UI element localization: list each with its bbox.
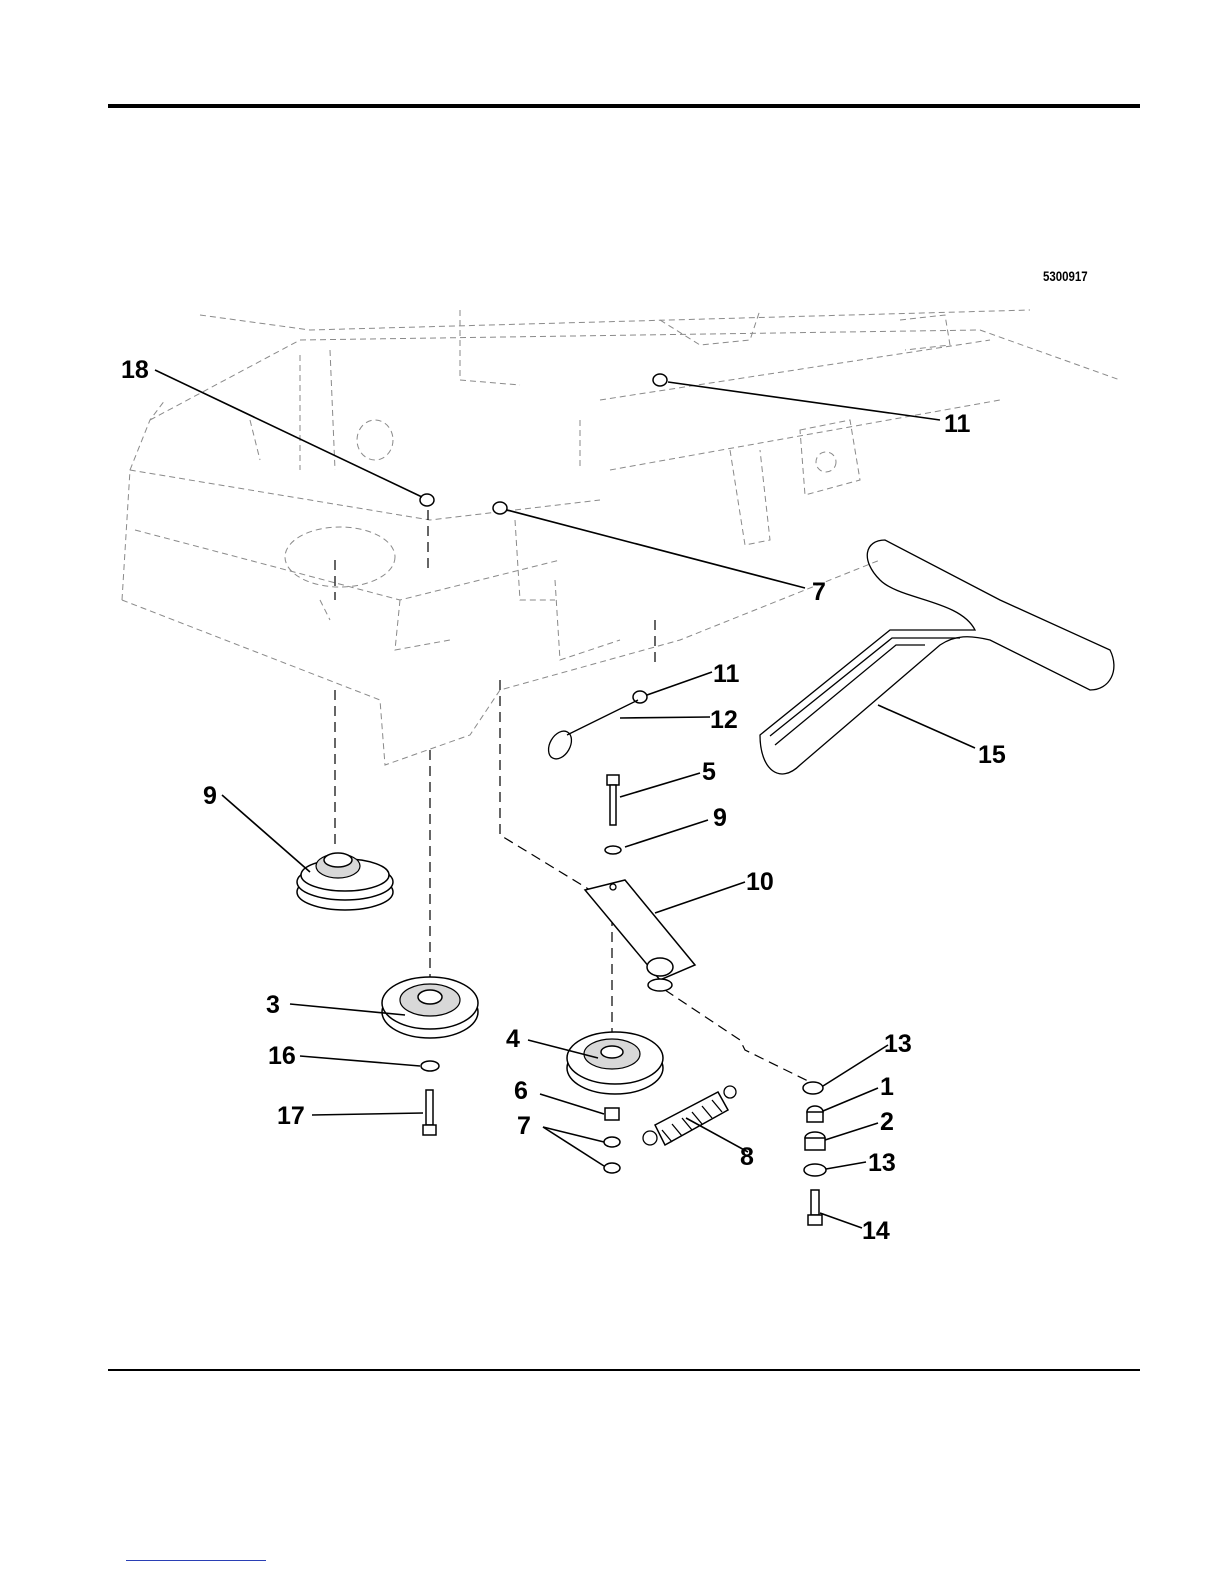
callout-4: 4 bbox=[506, 1025, 520, 1053]
spacer-6 bbox=[605, 1108, 619, 1120]
callout-1: 1 bbox=[880, 1073, 894, 1101]
spacer-2 bbox=[805, 1132, 825, 1150]
bushing-1 bbox=[807, 1106, 823, 1122]
belt-15 bbox=[760, 540, 1114, 774]
footer-rule bbox=[108, 1369, 1140, 1371]
bolt-14 bbox=[808, 1190, 822, 1225]
callout-13: 13 bbox=[868, 1149, 896, 1177]
callout-11: 11 bbox=[944, 410, 971, 438]
leader-lines bbox=[155, 370, 975, 1228]
callout-13: 13 bbox=[884, 1030, 912, 1058]
callout-5: 5 bbox=[702, 758, 716, 786]
callout-16: 16 bbox=[268, 1042, 296, 1070]
nuts-7 bbox=[604, 1137, 620, 1173]
idler-pulley-3 bbox=[382, 977, 478, 1038]
washer-9 bbox=[605, 846, 621, 854]
eyebolt-12 bbox=[544, 700, 638, 763]
footer-link-underline[interactable] bbox=[126, 1560, 266, 1561]
washer-13-bottom bbox=[804, 1164, 826, 1176]
callout-7: 7 bbox=[517, 1112, 531, 1140]
callout-7: 7 bbox=[812, 578, 826, 606]
nut-11-top bbox=[653, 374, 667, 386]
mower-frame bbox=[122, 310, 1120, 765]
nut-7-frame bbox=[493, 502, 507, 514]
nut-18 bbox=[420, 494, 434, 506]
callout-3: 3 bbox=[266, 991, 280, 1019]
washer-13-top bbox=[803, 1082, 823, 1094]
bolt-5 bbox=[607, 775, 619, 825]
callout-6: 6 bbox=[514, 1077, 528, 1105]
pulley-9 bbox=[297, 853, 393, 910]
callout-9: 9 bbox=[713, 804, 727, 832]
callout-9: 9 bbox=[203, 782, 217, 810]
callout-14: 14 bbox=[862, 1217, 890, 1245]
callout-12: 12 bbox=[710, 706, 738, 734]
callout-18: 18 bbox=[121, 356, 149, 384]
callout-11: 11 bbox=[713, 660, 740, 688]
callout-8: 8 bbox=[740, 1143, 754, 1171]
washer-16 bbox=[421, 1061, 439, 1071]
callout-10: 10 bbox=[746, 868, 774, 896]
bolt-17 bbox=[423, 1090, 436, 1135]
idler-pulley-4 bbox=[567, 1032, 663, 1094]
callout-15: 15 bbox=[978, 741, 1006, 769]
callout-17: 17 bbox=[277, 1102, 305, 1130]
idler-arm-10 bbox=[585, 880, 695, 991]
spring-8 bbox=[643, 1086, 736, 1145]
callout-2: 2 bbox=[880, 1108, 894, 1136]
